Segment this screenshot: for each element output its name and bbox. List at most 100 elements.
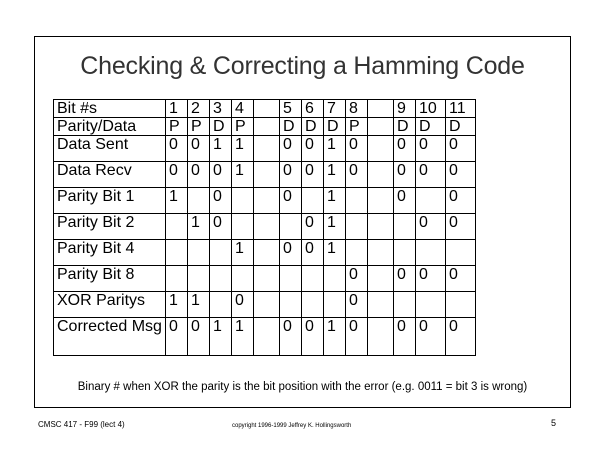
table-cell [301,291,324,318]
table-cell [367,161,394,188]
table-cell: 1 [323,239,346,266]
table-cell: 1 [187,213,210,240]
table-cell: 1 [231,317,254,356]
table-cell: 10 [415,99,446,118]
table-cell [415,291,446,318]
table-cell [367,117,394,136]
table-cell: 11 [445,99,476,118]
row-label: Corrected Msg [53,317,166,356]
table-cell [187,265,210,292]
table-cell: 0 [345,291,368,318]
table-cell: 0 [393,187,416,214]
table-cell: 0 [445,265,476,292]
row-label: Parity Bit 2 [53,213,166,240]
table-cell: 0 [209,161,232,188]
table-cell [253,99,280,118]
row-label: Data Sent [53,135,166,162]
table-cell [367,317,394,356]
table-cell [415,187,446,214]
table-cell: 0 [301,239,324,266]
table-cell: 0 [445,213,476,240]
table-cell [415,239,446,266]
table-cell: 0 [345,317,368,356]
table-cell [165,265,188,292]
table-cell: 0 [393,317,416,356]
table-cell: 0 [393,265,416,292]
table-cell: D [393,117,416,136]
table-cell: 1 [323,161,346,188]
table-cell: 1 [323,317,346,356]
table-cell [231,265,254,292]
table-cell: 0 [393,161,416,188]
table-cell: 0 [165,135,188,162]
row-label: Parity Bit 4 [53,239,166,266]
table-cell [253,213,280,240]
table-cell [253,265,280,292]
table-cell [393,239,416,266]
table-cell [345,187,368,214]
table-cell: 0 [187,317,210,356]
table-cell [345,213,368,240]
table-cell [209,239,232,266]
table-cell: 0 [445,135,476,162]
table-cell: 1 [187,291,210,318]
table-cell: 2 [187,99,210,118]
table-cell: 9 [393,99,416,118]
table-cell: 0 [279,239,302,266]
table-cell: 0 [445,187,476,214]
table-cell [367,213,394,240]
row-label: Parity/Data [53,117,166,136]
table-cell: 1 [165,291,188,318]
table-cell: P [165,117,188,136]
row-label: XOR Paritys [53,291,166,318]
table-cell [445,239,476,266]
table-cell: 0 [301,161,324,188]
table-cell: 0 [415,213,446,240]
table-cell: 0 [345,161,368,188]
table-cell: 0 [415,161,446,188]
table-cell [187,239,210,266]
table-cell: 0 [279,161,302,188]
table-cell [253,187,280,214]
table-cell [165,239,188,266]
table-cell [393,291,416,318]
table-cell: D [323,117,346,136]
table-cell: 1 [231,239,254,266]
table-cell [279,291,302,318]
table-cell: D [301,117,324,136]
table-cell: 0 [301,213,324,240]
row-label: Parity Bit 1 [53,187,166,214]
table-cell: 0 [279,317,302,356]
table-cell: 0 [415,265,446,292]
row-label: Data Recv [53,161,166,188]
table-cell: 0 [415,317,446,356]
table-cell: 1 [231,135,254,162]
table-cell [323,265,346,292]
table-cell: P [187,117,210,136]
table-cell [301,265,324,292]
table-cell: D [415,117,446,136]
table-cell: 0 [301,135,324,162]
table-cell: 0 [345,265,368,292]
table-cell [253,161,280,188]
table-cell: 0 [445,317,476,356]
table-cell [165,213,188,240]
table-cell: 5 [279,99,302,118]
table-cell: D [209,117,232,136]
table-cell [345,239,368,266]
table-cell: P [231,117,254,136]
table-cell: D [279,117,302,136]
table-cell [367,291,394,318]
table-cell: 1 [323,135,346,162]
table-cell: 1 [209,317,232,356]
table-cell: 8 [345,99,368,118]
table-cell: 1 [323,213,346,240]
table-cell [445,291,476,318]
